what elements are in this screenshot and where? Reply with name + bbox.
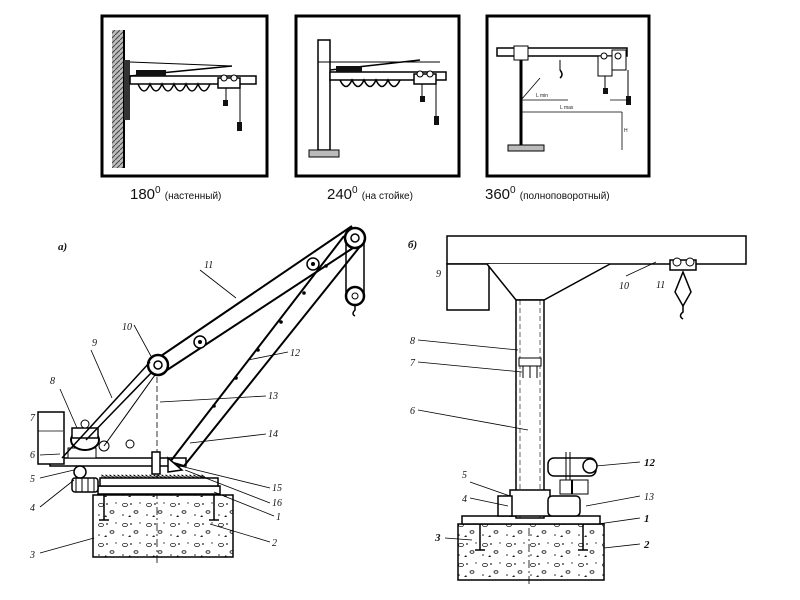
caption-180-angle: 180 bbox=[130, 186, 156, 203]
caption-180-degree: 0 bbox=[155, 185, 161, 196]
caption-240-angle: 240 bbox=[327, 186, 353, 203]
dim-lmax: L max bbox=[560, 105, 574, 111]
label-b-4: 4 bbox=[462, 494, 467, 505]
caption-360-angle: 360 bbox=[485, 186, 511, 203]
label-a-4: 4 bbox=[30, 503, 35, 514]
caption-240-note: (на стойке) bbox=[361, 191, 413, 202]
label-b-6: 6 bbox=[410, 406, 415, 417]
thumbnail-full-rotation-crane: L min L max H bbox=[485, 14, 651, 178]
label-b-13: 13 bbox=[644, 492, 654, 503]
label-b-1: 1 bbox=[644, 513, 650, 525]
caption-180: 1800 (настенный) bbox=[130, 185, 221, 203]
dim-height: H bbox=[624, 128, 628, 134]
panel-a-boom-crane: а) bbox=[29, 225, 367, 565]
panel-b-tag: б) bbox=[408, 239, 417, 251]
label-a-13: 13 bbox=[268, 391, 278, 402]
label-b-10: 10 bbox=[619, 281, 629, 292]
caption-240-degree: 0 bbox=[352, 185, 358, 196]
caption-360-degree: 0 bbox=[510, 185, 516, 196]
label-b-12: 12 bbox=[644, 457, 656, 469]
panel-a-tag: а) bbox=[58, 241, 67, 253]
label-a-8: 8 bbox=[50, 376, 55, 387]
label-a-5: 5 bbox=[30, 474, 35, 485]
caption-180-note: (настенный) bbox=[164, 191, 222, 202]
label-a-12: 12 bbox=[290, 348, 300, 359]
thumbnail-wall-crane bbox=[100, 14, 269, 178]
dim-lmin: L min bbox=[536, 93, 548, 99]
label-a-2: 2 bbox=[272, 538, 277, 549]
label-a-15: 15 bbox=[272, 483, 282, 494]
label-b-9: 9 bbox=[436, 269, 441, 280]
label-a-9: 9 bbox=[92, 338, 97, 349]
label-a-14: 14 bbox=[268, 429, 278, 440]
label-a-7: 7 bbox=[30, 413, 36, 424]
label-a-11: 11 bbox=[204, 260, 213, 271]
label-a-16: 16 bbox=[272, 498, 282, 509]
caption-240: 2400 (на стойке) bbox=[327, 185, 413, 203]
label-a-6: 6 bbox=[30, 450, 35, 461]
label-b-7: 7 bbox=[410, 358, 416, 369]
label-b-5: 5 bbox=[462, 470, 467, 481]
label-b-11: 11 bbox=[656, 280, 665, 291]
caption-360: 3600 (полноповоротный) bbox=[485, 185, 610, 203]
label-a-1: 1 bbox=[276, 512, 281, 523]
label-a-10: 10 bbox=[122, 322, 132, 333]
caption-360-note: (полноповоротный) bbox=[519, 191, 610, 202]
label-b-3: 3 bbox=[434, 532, 441, 544]
thumbnail-column-crane bbox=[294, 14, 461, 178]
panel-b-column-crane: б) bbox=[408, 235, 747, 585]
label-b-8: 8 bbox=[410, 336, 415, 347]
label-b-2: 2 bbox=[643, 539, 650, 551]
label-a-3: 3 bbox=[29, 550, 35, 561]
